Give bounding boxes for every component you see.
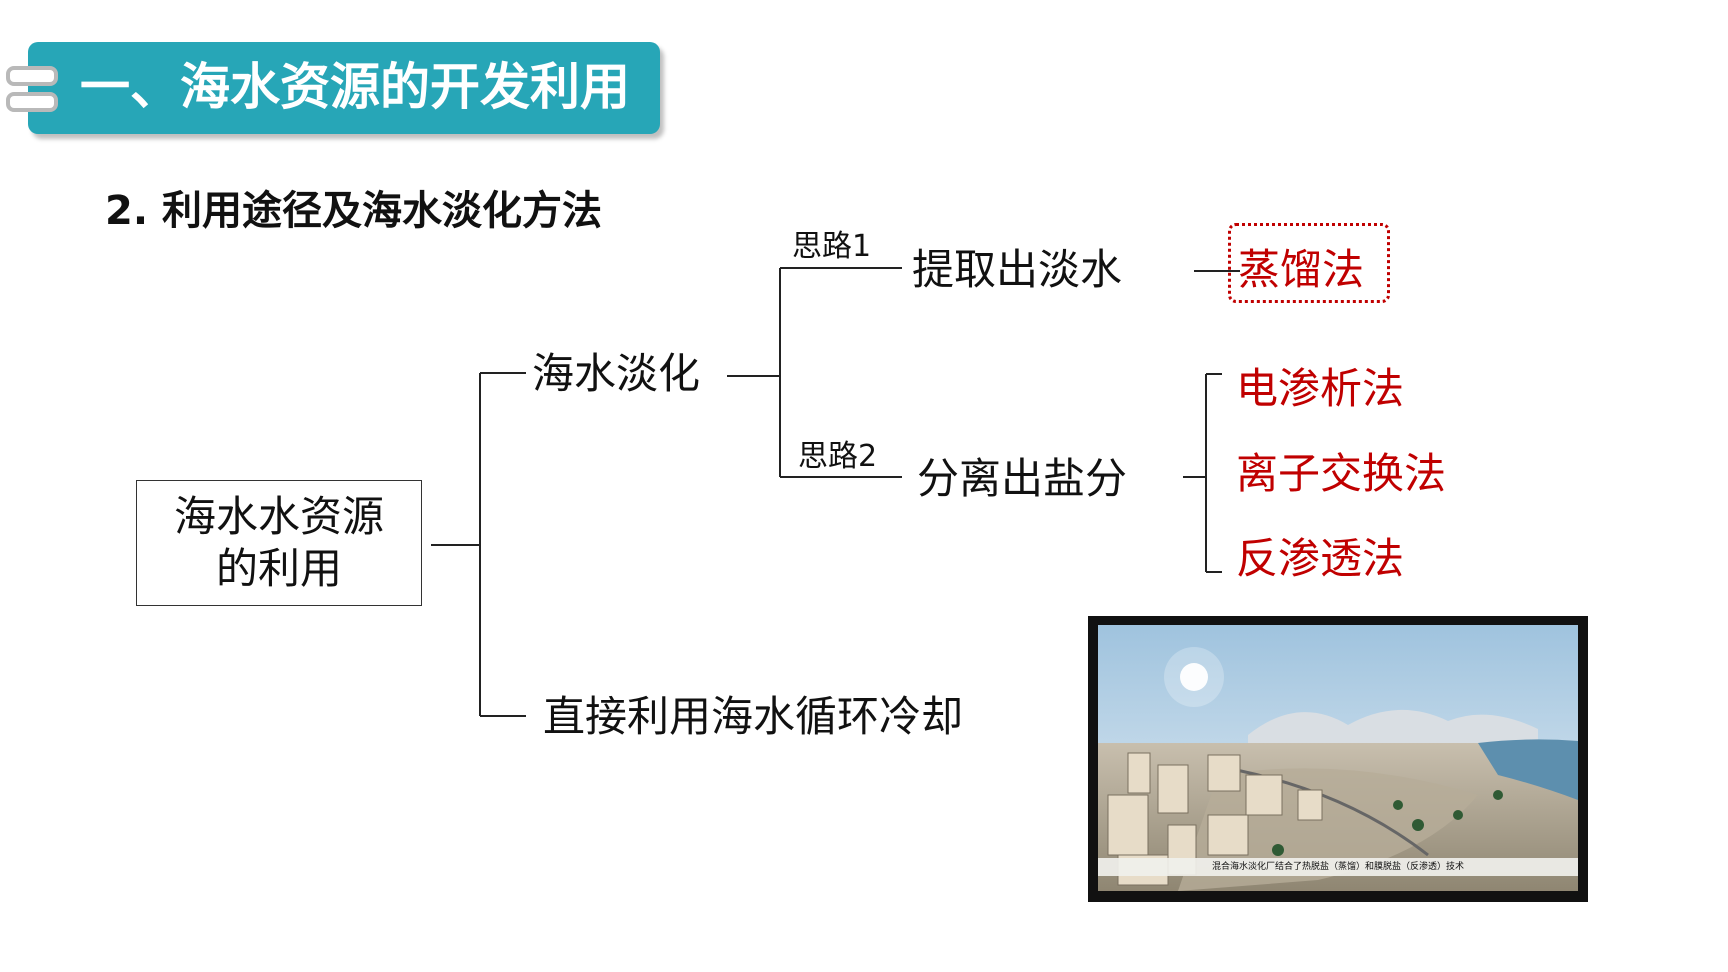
idea2-label: 思路2 <box>798 439 878 474</box>
method-distillation: 蒸馏法 <box>1238 245 1365 294</box>
node-extract-freshwater: 提取出淡水 <box>912 245 1123 294</box>
method-reverse-osmosis: 反渗透法 <box>1236 534 1405 583</box>
root-node-label: 海水水资源的利用 <box>173 491 384 594</box>
node-direct-cooling: 直接利用海水循环冷却 <box>543 692 964 741</box>
method-ion-exchange: 离子交换法 <box>1236 449 1447 498</box>
idea1-label: 思路1 <box>792 229 872 264</box>
node-separate-salt: 分离出盐分 <box>917 454 1128 503</box>
photo-caption: 混合海水淡化厂结合了热脱盐（蒸馏）和膜脱盐（反渗透）技术 <box>1098 858 1578 876</box>
section-banner <box>28 42 660 134</box>
highlight-box <box>1228 223 1390 303</box>
root-node: 海水水资源的利用 <box>136 480 422 606</box>
slide-subtitle: 2. 利用途径及海水淡化方法 <box>105 188 602 234</box>
desalination-plant-photo <box>1098 625 1578 891</box>
binder-ring-icon <box>6 92 58 112</box>
method-electrodialysis: 电渗析法 <box>1236 364 1405 413</box>
binder-ring-icon <box>6 66 58 86</box>
node-desalination: 海水淡化 <box>532 349 701 398</box>
section-title: 一、海水资源的开发利用 <box>80 58 630 116</box>
